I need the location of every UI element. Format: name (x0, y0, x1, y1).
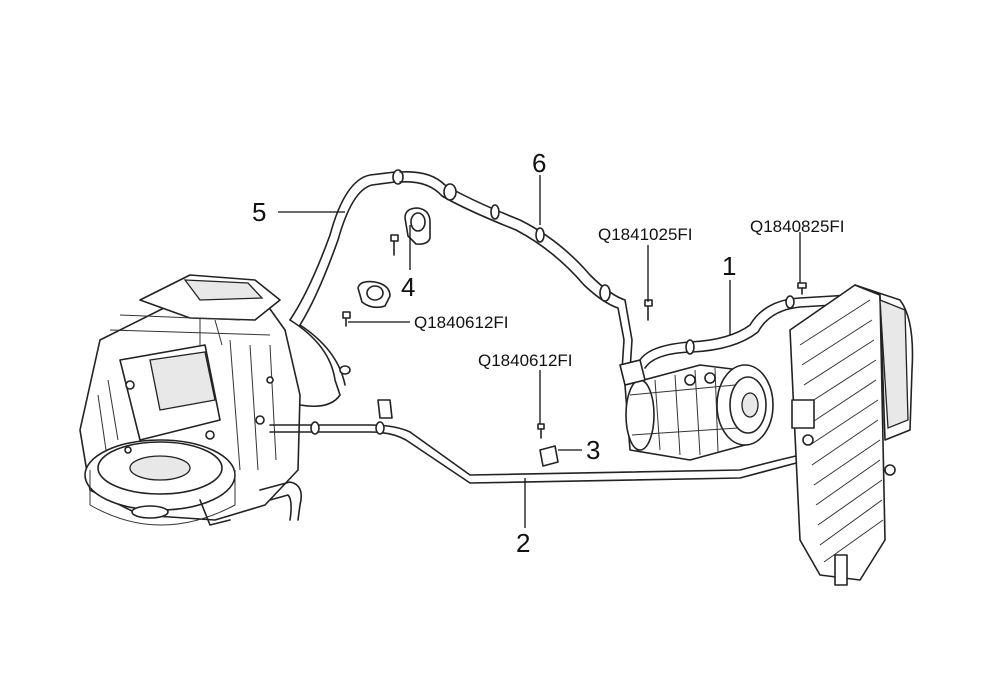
condenser-icon (789, 284, 914, 586)
part-number-q1840612-top: Q1840612FI (478, 351, 573, 370)
part-number-q1840612-left: Q1840612FI (414, 313, 509, 332)
clamp-icon (357, 207, 559, 467)
hose-5 (289, 169, 404, 408)
hose-1 (639, 294, 851, 369)
callout-4: 4 (401, 272, 415, 302)
callout-6: 6 (532, 148, 546, 178)
callout-2: 2 (516, 528, 530, 558)
compressor-icon (619, 359, 774, 461)
part-number-q1840825: Q1840825FI (750, 217, 845, 236)
part-number-q1841025: Q1841025FI (598, 225, 693, 244)
leader-lines (278, 175, 801, 528)
callout-3: 3 (586, 435, 600, 465)
hose-6 (399, 170, 633, 371)
callout-5: 5 (252, 197, 266, 227)
pipe-2 (269, 399, 801, 484)
callout-1: 1 (722, 251, 736, 281)
hvac-unit-icon (79, 274, 303, 526)
bolt-icon (342, 234, 807, 439)
